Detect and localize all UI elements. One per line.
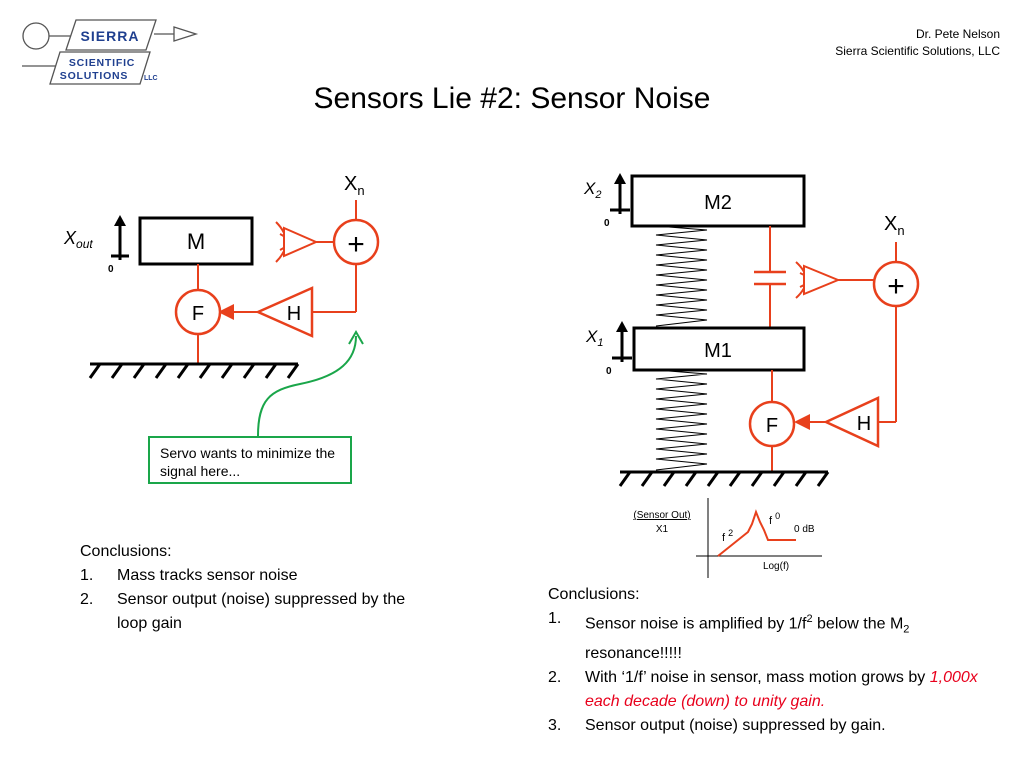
spring-upper <box>655 225 708 327</box>
svg-text:Xn: Xn <box>344 173 365 198</box>
list-item: 2. Sensor output (noise) suppressed by t… <box>80 591 406 632</box>
filter-label-right: H <box>857 413 871 435</box>
force-actuator-right <box>748 400 796 448</box>
sensor-eye-icon-right <box>795 261 874 299</box>
xout-zero: 0 <box>108 264 114 275</box>
mass-m2-label: M2 <box>704 192 732 214</box>
x1-zero: 0 <box>606 366 612 377</box>
list-item: 1. Mass tracks sensor noise <box>80 567 298 584</box>
xn-sub: n <box>357 183 364 198</box>
highlight-text: 1,000x each decade (down) to unity gain. <box>585 668 978 710</box>
svg-text:LLC: LLC <box>144 75 158 82</box>
svg-text:X1: X1 <box>585 327 603 349</box>
db-label: 0 dB <box>794 524 815 535</box>
flat-exp: 0 <box>775 511 780 521</box>
ground-left <box>88 362 300 379</box>
list-item: 2. With ‘1/f’ noise in sensor, mass moti… <box>548 668 978 710</box>
x1-sub: 1 <box>597 337 603 349</box>
xn-label: X <box>344 173 357 195</box>
conclusions-left-heading: Conclusions: <box>80 543 172 560</box>
force-actuator <box>174 288 222 336</box>
mass-m2-box <box>630 174 806 228</box>
author-block: Dr. Pete Nelson Sierra Scientific Soluti… <box>835 26 1000 60</box>
ground-right <box>618 470 830 487</box>
filter-label: H <box>287 303 301 325</box>
conclusions-left: Conclusions: 1. Mass tracks sensor noise… <box>80 540 430 636</box>
plot-xlabel: Log(f) <box>763 561 789 572</box>
x2-zero: 0 <box>604 218 610 229</box>
filter-block <box>254 286 314 338</box>
xn-label-right: X <box>884 213 897 235</box>
slope-exp: 2 <box>728 528 733 538</box>
flat-label: f <box>769 515 773 527</box>
svg-text:SIERRA: SIERRA <box>81 28 140 44</box>
author-name: Dr. Pete Nelson <box>915 27 1000 41</box>
svg-text:SCIENTIFIC: SCIENTIFIC <box>69 57 135 69</box>
xn-sub-right: n <box>897 223 904 238</box>
servo-callout-text: Servo wants to minimize the signal here.… <box>160 445 336 479</box>
list-item: 1. Sensor noise is amplified by 1/f2 bel… <box>548 610 910 662</box>
spring-lower <box>655 369 708 471</box>
sum-symbol: + <box>347 228 365 261</box>
svg-text:Xn: Xn <box>884 213 905 238</box>
author-company: Sierra Scientific Solutions, LLC <box>835 44 1000 58</box>
summing-junction-right <box>872 260 920 308</box>
force-label: F <box>192 303 204 325</box>
right-diagram: X2 0 X1 0 M2 M1 F H <box>583 173 920 487</box>
xout-label: X <box>63 228 77 248</box>
slide-title: Sensors Lie #2: Sensor Noise <box>313 82 711 115</box>
x1-label: X <box>585 327 598 346</box>
plot-curve <box>717 509 796 557</box>
sum-symbol-right: + <box>887 270 905 303</box>
svg-text:f0: f0 <box>769 511 780 527</box>
svg-text:SOLUTIONS: SOLUTIONS <box>60 70 128 82</box>
mass-m1-box <box>632 326 806 372</box>
company-logo: SIERRA SCIENTIFIC SOLUTIONS LLC <box>22 19 199 85</box>
force-label-right: F <box>766 415 778 437</box>
filter-block-right <box>823 396 880 448</box>
conclusions-right: Conclusions: 1. Sensor noise is amplifie… <box>548 583 998 738</box>
svg-text:Xout: Xout <box>63 228 93 251</box>
mass-label: M <box>187 229 205 254</box>
x2-sub: 2 <box>594 189 601 201</box>
svg-text:f2: f2 <box>722 528 733 544</box>
x2-label: X <box>583 179 596 198</box>
plot-ylabel-top: (Sensor Out) <box>633 510 690 521</box>
svg-text:X2: X2 <box>583 179 601 201</box>
mass-box <box>138 216 254 266</box>
list-item: 3. Sensor output (noise) suppressed by g… <box>548 716 886 734</box>
sensor-eye-icon <box>275 221 334 263</box>
mass-m1-label: M1 <box>704 340 732 362</box>
xout-sub: out <box>76 237 93 251</box>
callout-arrow <box>257 335 357 437</box>
servo-callout: Servo wants to minimize the signal here.… <box>148 436 352 484</box>
left-diagram: Xout 0 M F H + Xn <box>63 173 380 437</box>
plot-ylabel-bottom: X1 <box>656 524 669 535</box>
slope-label: f <box>722 532 726 544</box>
conclusions-right-heading: Conclusions: <box>548 586 640 603</box>
